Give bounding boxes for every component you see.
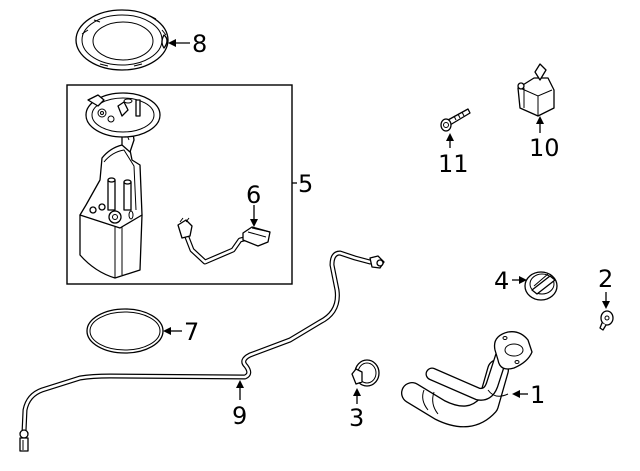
callout-4: 4 [494,267,527,295]
vent-tube-part-9 [19,250,385,452]
callout-label-1: 1 [530,381,545,409]
callout-label-5: 5 [298,170,313,198]
callout-2: 2 [598,265,613,309]
assembly-box-part-5 [66,84,293,285]
callout-3: 3 [349,388,364,432]
callout-label-6: 6 [246,181,261,209]
callout-label-3: 3 [349,404,364,432]
callout-8: 8 [168,30,207,58]
callout-6: 6 [246,181,261,227]
filler-pipe-part-1 [401,331,533,428]
bolt-part-11 [440,108,471,132]
wiring-harness-part-6 [177,217,271,265]
callout-5: 5 [292,170,313,198]
lock-ring-part-8 [75,9,169,71]
callout-9: 9 [232,380,247,430]
callout-label-7: 7 [184,318,199,346]
callout-7: 7 [163,318,199,346]
callout-label-8: 8 [192,30,207,58]
callout-label-9: 9 [232,402,247,430]
connector-part-10 [517,63,555,117]
eyelet-part-2 [599,310,614,331]
callout-label-2: 2 [598,265,613,293]
callout-1: 1 [512,381,545,409]
fuel-pump-module [79,92,161,279]
callout-10: 10 [529,116,560,162]
hose-clamp-part-3 [351,359,380,387]
callout-11: 11 [438,133,469,178]
callout-label-10: 10 [529,134,560,162]
fuel-cap-part-4 [524,271,558,301]
callout-label-11: 11 [438,150,469,178]
callout-label-4: 4 [494,267,509,295]
seal-ring-part-7 [86,308,164,354]
